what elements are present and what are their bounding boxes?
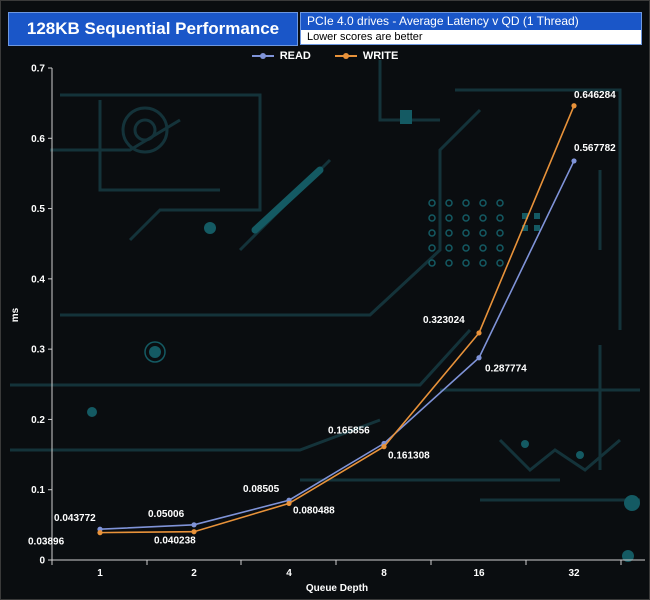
data-label-read: 0.08505: [243, 484, 280, 495]
data-label-read: 0.043772: [54, 513, 96, 524]
x-tick-label: 8: [381, 568, 387, 579]
data-label-read: 0.05006: [148, 509, 185, 520]
chart-subtitle: PCIe 4.0 drives - Average Latency v QD (…: [300, 12, 642, 30]
legend-item-write: WRITE: [334, 48, 399, 64]
y-tick-label: 0.1: [31, 485, 45, 496]
legend-item-read: READ: [251, 48, 311, 64]
legend-label-write: WRITE: [362, 50, 399, 62]
x-axis-title: Queue Depth: [306, 583, 368, 594]
data-point-write: [191, 529, 197, 535]
y-ticks: 0 0.1 0.2 0.3 0.4 0.5 0.6 0.7: [31, 64, 52, 567]
series-line-write: [99, 105, 575, 534]
y-tick-label: 0.4: [31, 274, 45, 285]
y-tick-label: 0: [39, 556, 45, 567]
x-ticks: 1 2 4 8 16 32: [51, 560, 622, 579]
data-label-write: 0.040238: [154, 536, 196, 547]
data-point-write: [381, 444, 387, 450]
y-axis-title: ms: [10, 307, 21, 322]
x-tick-label: 32: [568, 568, 580, 579]
series-line-read: [99, 160, 575, 531]
y-tick-label: 0.6: [31, 134, 45, 145]
chart-title: 128KB Sequential Performance: [8, 12, 298, 46]
data-label-write: 0.03896: [28, 537, 65, 548]
data-label-read: 0.287774: [485, 364, 527, 375]
x-tick-label: 4: [286, 568, 292, 579]
y-tick-label: 0.2: [31, 415, 45, 426]
legend-swatch-read: [251, 53, 274, 59]
data-point-write: [286, 500, 292, 507]
data-point-write: [97, 530, 103, 536]
data-label-write: 0.646284: [574, 90, 616, 101]
chart-note: Lower scores are better: [300, 30, 642, 45]
data-labels: 0.043772 0.05006 0.08505 0.165856 0.287774 0.…: [28, 90, 616, 548]
x-tick-label: 16: [473, 568, 485, 579]
legend-label-read: READ: [279, 50, 311, 62]
legend-swatch-write: [334, 53, 357, 59]
data-label-write: 0.323024: [423, 315, 465, 326]
data-label-write: 0.161308: [388, 451, 430, 462]
legend: READ WRITE: [0, 48, 650, 64]
data-label-read: 0.567782: [574, 143, 616, 154]
x-tick-label: 1: [97, 568, 103, 579]
data-point-write: [476, 330, 482, 336]
subtitle-block: PCIe 4.0 drives - Average Latency v QD (…: [300, 12, 642, 45]
y-tick-label: 0.7: [31, 64, 45, 75]
x-tick-label: 2: [191, 568, 197, 579]
y-tick-label: 0.3: [31, 345, 45, 356]
data-point-read: [571, 158, 577, 164]
data-point-read: [191, 522, 197, 528]
y-tick-label: 0.5: [31, 204, 45, 215]
data-label-read: 0.165856: [328, 425, 370, 436]
data-point-write: [571, 103, 577, 109]
data-point-read: [476, 355, 482, 361]
data-label-write: 0.080488: [293, 505, 335, 516]
series-layer: [97, 103, 577, 536]
